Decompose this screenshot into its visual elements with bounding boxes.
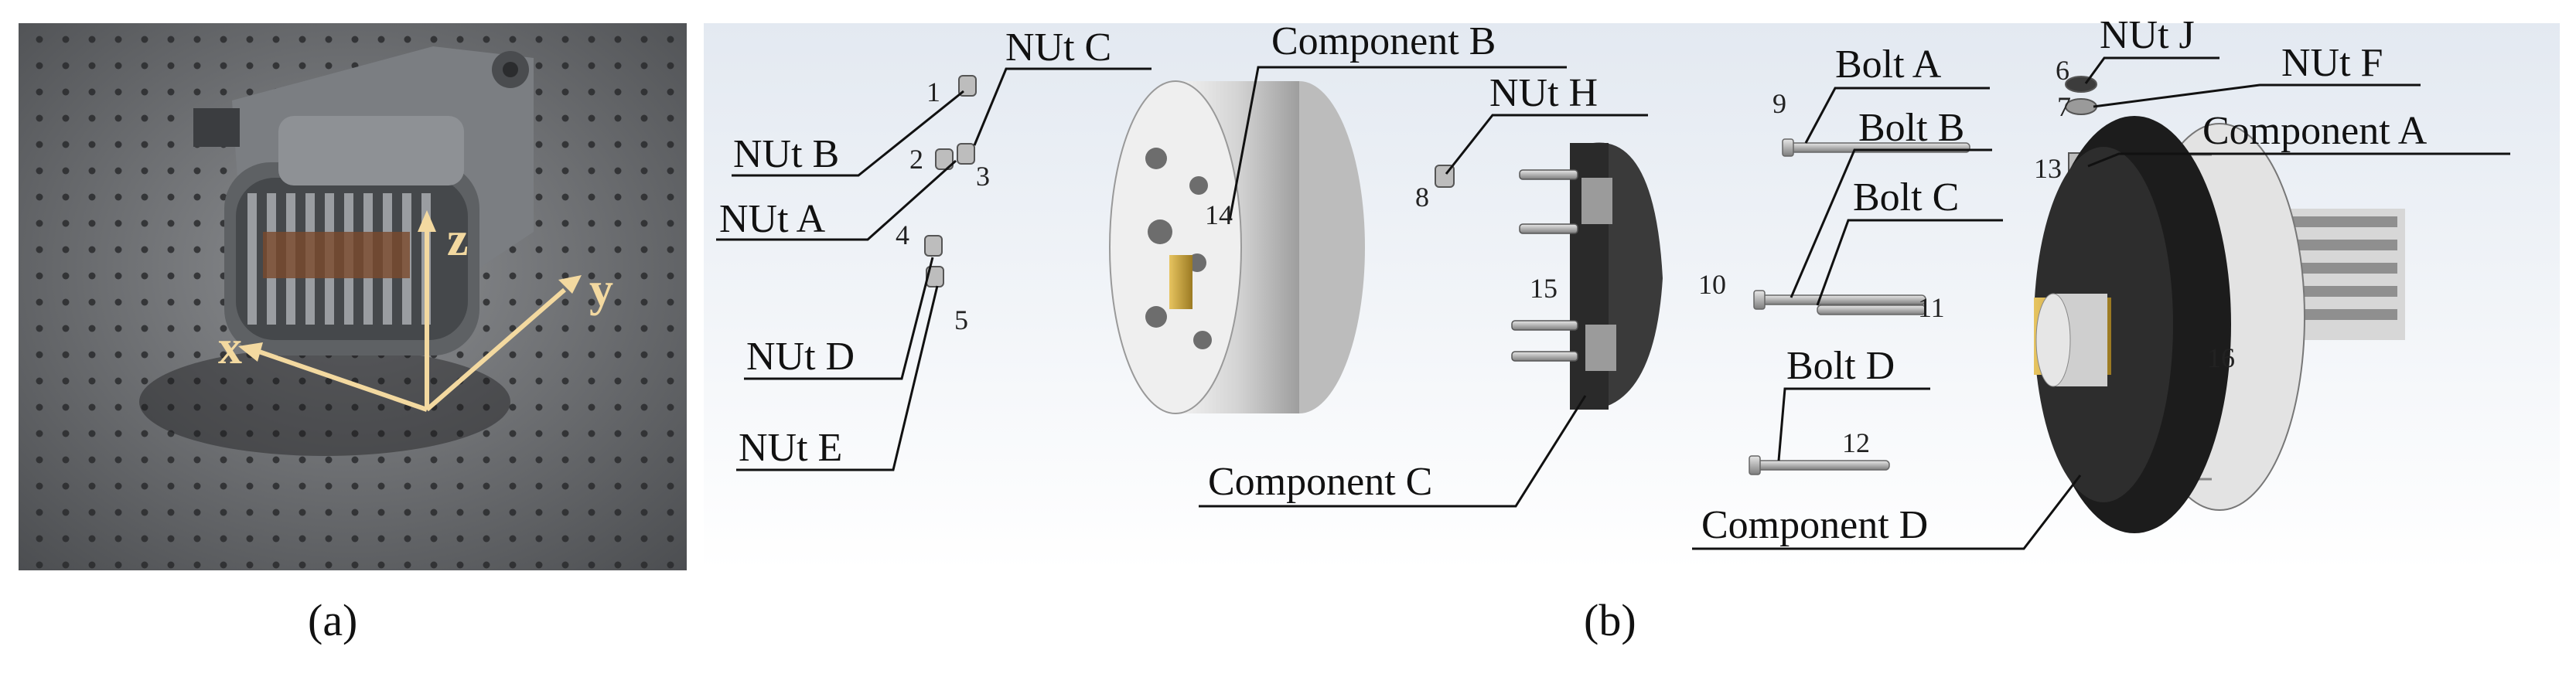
part-number-6: 6	[2056, 55, 2069, 86]
leader-nut-b	[732, 90, 964, 177]
nut-2	[935, 148, 954, 170]
part-number-5: 5	[954, 304, 968, 335]
label-bolt-a: Bolt A	[1835, 43, 1942, 87]
bolt-10	[1759, 294, 1926, 305]
label-bolt-c: Bolt C	[1853, 175, 1959, 219]
part-number-13: 13	[2034, 153, 2062, 184]
label-nut-c: NUt C	[1005, 26, 1111, 70]
leader-nut-c	[973, 67, 1152, 146]
component-d-part	[2034, 116, 2405, 533]
leader-lines	[716, 56, 2510, 550]
nut-5	[926, 266, 944, 287]
part-number-9: 9	[1772, 88, 1786, 119]
component-b-part	[1109, 80, 1365, 414]
alternator-photo	[193, 46, 534, 356]
label-component-a: Component A	[2202, 109, 2428, 153]
label-component-c: Component C	[1208, 460, 1432, 504]
panel-a: z y x (a)	[19, 23, 687, 645]
label-nut-f: NUt F	[2281, 41, 2383, 85]
bolt-parts	[1749, 138, 1970, 475]
part-number-15: 15	[1530, 273, 1558, 304]
leader-component-b	[1228, 66, 1567, 221]
caption-a: (a)	[308, 595, 357, 645]
part-number-3: 3	[976, 161, 990, 192]
bolt-12-head	[1749, 455, 1761, 475]
part-number-14: 14	[1205, 199, 1233, 230]
axis-label-z: z	[447, 213, 469, 266]
alternator-shadow	[139, 348, 510, 456]
label-nut-d: NUt D	[746, 335, 855, 379]
callout-labels: NUt C NUt B NUt A NUt D NUt E Component …	[719, 13, 2428, 547]
part-number-10: 10	[1698, 269, 1726, 300]
part-number-8: 8	[1415, 182, 1429, 213]
bolt-12	[1753, 460, 1890, 471]
label-bolt-d: Bolt D	[1786, 344, 1895, 388]
bolt-9-head	[1782, 138, 1794, 157]
part-number-2: 2	[909, 144, 923, 175]
bolt-11	[1817, 304, 1926, 315]
label-nut-e: NUt E	[739, 426, 842, 470]
part-number-1: 1	[926, 77, 940, 107]
leader-component-d	[1692, 475, 2082, 550]
part-number-4: 4	[896, 219, 909, 250]
axis-label-x: x	[218, 321, 242, 374]
caption-b: (b)	[1584, 595, 1636, 645]
leader-nut-j	[2084, 56, 2219, 84]
leader-bolt-a	[1804, 87, 1990, 144]
part-number-7: 7	[2057, 91, 2071, 122]
label-bolt-b: Bolt B	[1858, 106, 1964, 150]
leader-nut-h	[1445, 114, 1648, 175]
label-component-d: Component D	[1701, 503, 1928, 547]
leader-nut-e	[736, 285, 939, 471]
photo-axes	[238, 210, 582, 412]
label-nut-a: NUt A	[719, 197, 826, 241]
component-c-part	[1511, 142, 1663, 410]
label-nut-b: NUt B	[733, 132, 839, 176]
bolt-10-head	[1753, 290, 1766, 310]
label-nut-h: NUt H	[1489, 71, 1598, 115]
part-numbers: 1 2 3 4 5 14 8 15 9 10 11 12 6 7 13 16	[896, 55, 2235, 458]
leader-component-c	[1199, 395, 1587, 508]
nut-6	[2065, 76, 2097, 93]
leader-nut-f	[2093, 83, 2421, 108]
leader-nut-a	[716, 159, 957, 241]
panel-b: NUt C NUt B NUt A NUt D NUt E Component …	[704, 13, 2560, 645]
leader-bolt-d	[1777, 387, 1930, 461]
part-number-16: 16	[2207, 342, 2235, 373]
nut-4	[924, 235, 943, 257]
part-number-12: 12	[1842, 427, 1870, 458]
axis-label-y: y	[589, 264, 613, 316]
leader-bolt-b	[1790, 148, 1992, 298]
leader-bolt-c	[1816, 219, 2003, 306]
label-component-b: Component B	[1271, 19, 1496, 63]
leader-nut-d	[744, 257, 934, 380]
leader-component-a	[2087, 152, 2510, 168]
label-nut-j: NUt J	[2100, 13, 2195, 57]
nut-3	[957, 143, 975, 165]
part-number-11: 11	[1918, 292, 1945, 323]
